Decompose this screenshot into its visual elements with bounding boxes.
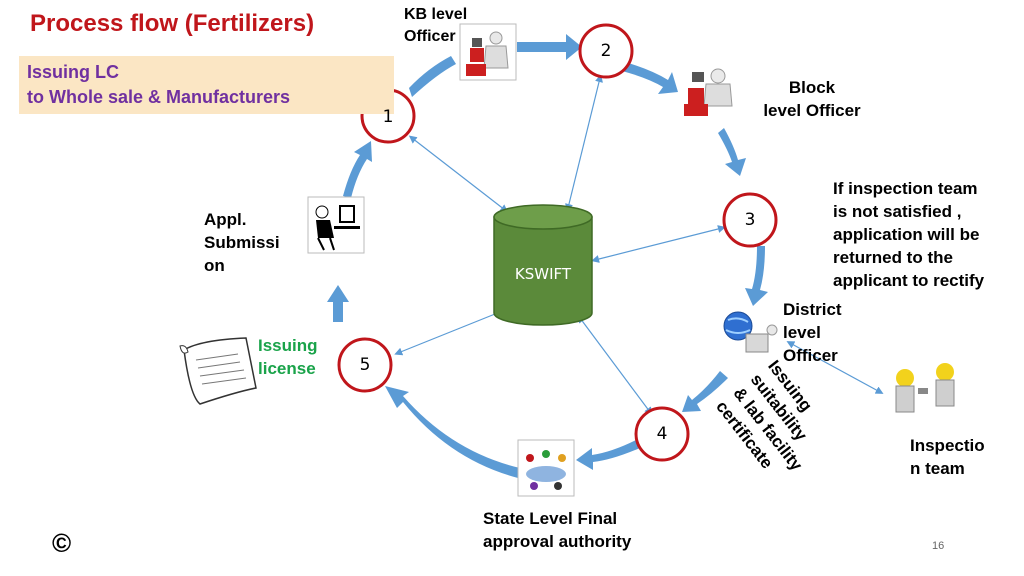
inspection-team-icon — [895, 363, 955, 413]
district-officer-icon — [723, 311, 778, 353]
application-submitter-icon — [307, 196, 365, 254]
block-officer-icon — [684, 68, 733, 116]
kb-officer-label: KB level Officer — [404, 6, 468, 45]
flow-arrow-state-5 — [385, 386, 520, 478]
flow-arrow-4-state — [576, 440, 640, 470]
state-authority-label: State Level Final approval authority — [483, 509, 632, 551]
step-3-circle — [722, 192, 778, 248]
issuing-lc-line1: Issuing LC — [27, 62, 120, 82]
flow-arrow-appl-1 — [343, 141, 372, 198]
kswift-database — [493, 204, 593, 326]
inspection-team-label: Inspectio n team — [910, 436, 985, 478]
block-officer-label: Block level Officer — [763, 78, 861, 120]
flow-arrow-2-block — [622, 62, 678, 94]
step-4-circle — [634, 406, 690, 462]
link-kswift-3 — [591, 225, 726, 263]
inspection-note: If inspection team is not satisfied , ap… — [833, 179, 985, 290]
link-district-inspection — [786, 341, 884, 394]
flow-arrow-1-kb — [409, 56, 456, 97]
step-5-circle — [337, 337, 393, 393]
flow-arrow-kb-2 — [517, 34, 582, 60]
step-5-number: 5 — [359, 355, 371, 375]
link-kswift-4 — [577, 314, 653, 416]
link-kswift-1 — [408, 135, 509, 213]
step-2-number: 2 — [600, 41, 612, 61]
page-title: Process flow (Fertilizers) — [30, 10, 315, 37]
page-number: 16 — [932, 540, 945, 552]
flow-arrow-district-4 — [682, 371, 728, 412]
flow-arrow-license-appl — [327, 285, 349, 322]
step-3-number: 3 — [744, 210, 756, 230]
license-scroll-icon — [179, 337, 257, 405]
step-1-number: 1 — [382, 107, 394, 127]
issuing-license-label: Issuing license — [258, 336, 318, 378]
kswift-label: KSWIFT — [514, 265, 572, 283]
district-officer-label: District level Officer — [783, 300, 842, 365]
flow-arrow-3-district — [745, 246, 768, 306]
application-submission-label: Appl. Submissi on — [204, 210, 280, 275]
link-kswift-2 — [565, 74, 603, 212]
kb-officer-icon — [459, 23, 517, 81]
copyright-symbol: © — [52, 528, 72, 558]
link-kswift-5 — [394, 309, 504, 356]
step-2-circle — [578, 23, 634, 79]
step-4-number: 4 — [656, 424, 668, 444]
flow-arrow-block-3 — [718, 128, 746, 176]
state-authority-icon — [517, 439, 575, 497]
issuing-lc-line2: to Whole sale & Manufacturers — [27, 87, 291, 107]
issuing-lc-box: Issuing LC to Whole sale & Manufacturers — [19, 56, 394, 114]
